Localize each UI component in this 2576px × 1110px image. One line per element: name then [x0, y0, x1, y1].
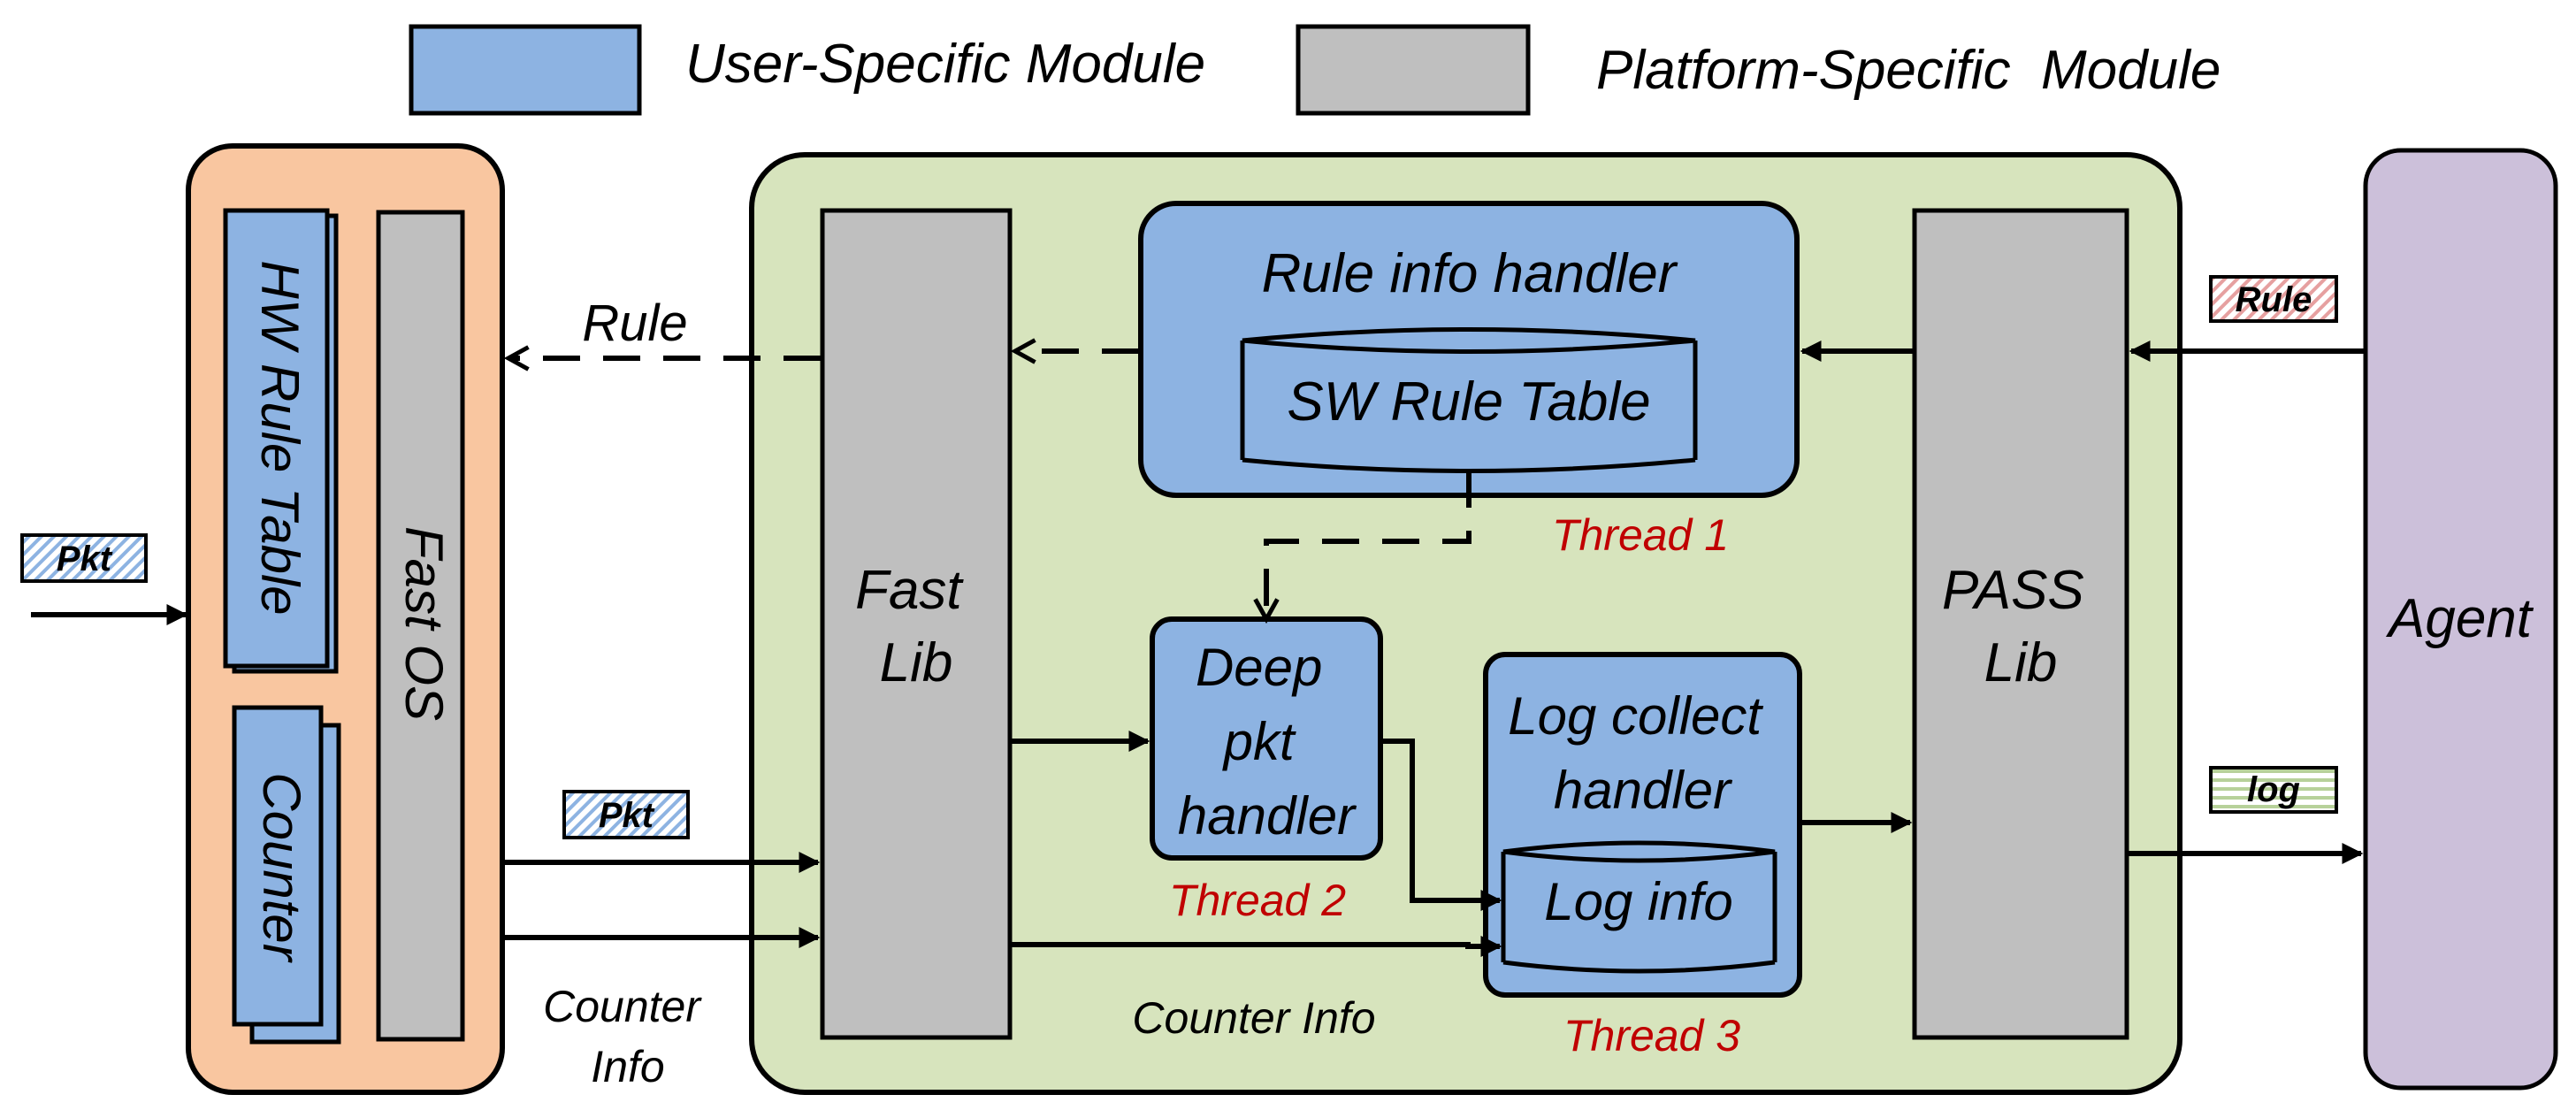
sw-rule-table-label: SW Rule Table	[1287, 371, 1650, 433]
log-tag-label: log	[2247, 770, 2300, 809]
pass-lib-line1: PASS	[1942, 560, 2084, 621]
log-collect-line1: Log collect	[1508, 686, 1763, 746]
pass-container: Fast Lib Rule info handler SW Rule Table…	[749, 152, 2182, 1095]
legend-user-label: User-Specific Module	[685, 34, 1205, 95]
pkt-in-tag: Pkt	[20, 533, 148, 583]
log-info-label: Log info	[1544, 872, 1733, 931]
counter-label: Counter	[252, 772, 311, 962]
log-info-table: Log info	[1501, 840, 1777, 974]
deep-pkt-to-log-info-arrow	[1380, 739, 1502, 911]
fast-lib-bar	[820, 208, 1013, 1040]
counter-info-left-label: Counter Info	[543, 982, 713, 1091]
sw-rule-table: SW Rule Table	[1240, 327, 1698, 473]
arrows	[31, 351, 2364, 957]
agent-label: Agent	[2385, 588, 2534, 649]
rule-tag-label: Rule	[2236, 280, 2312, 319]
legend: User-Specific Module Platform-Specific M…	[409, 24, 2221, 116]
fast-lib-label: Fast Lib	[855, 560, 977, 693]
agent-box	[2363, 148, 2558, 1091]
pkt-mid-tag-label: Pkt	[599, 796, 655, 835]
deep-pkt-line1: Deep	[1196, 638, 1322, 697]
fast-os-container: HW Rule Table Counter Fast OS	[186, 143, 505, 1095]
sw-rule-to-deep-pkt-arrow	[1266, 471, 1471, 619]
fast-os-label: Fast OS	[394, 526, 454, 721]
pass-lib-label: PASS Lib	[1942, 560, 2099, 693]
counter-info-center-label: Counter Info	[1132, 993, 1375, 1043]
counter-info-left-line2: Info	[591, 1042, 664, 1091]
fastlib-to-log-info-arrow	[1010, 936, 1502, 957]
thread3-label: Thread 3	[1563, 1011, 1740, 1060]
pass-lib-line2: Lib	[1984, 632, 2058, 693]
thread1-label: Thread 1	[1552, 510, 1729, 560]
counter-box	[232, 705, 324, 1027]
log-collect-line2: handler	[1554, 761, 1732, 820]
legend-platform-swatch	[1296, 24, 1531, 116]
hw-rule-table-label: HW Rule Table	[250, 260, 310, 615]
legend-platform-label: Platform-Specific Module	[1596, 40, 2221, 101]
fast-lib-line1: Fast	[855, 560, 964, 621]
fast-lib-line2: Lib	[880, 632, 953, 693]
pkt-in-tag-label: Pkt	[57, 540, 113, 578]
thread2-label: Thread 2	[1169, 876, 1346, 925]
counter-info-left-line1: Counter	[543, 982, 702, 1031]
pass-lib-bar	[1912, 208, 2129, 1040]
rule-arrow-label: Rule	[582, 295, 687, 352]
deep-pkt-line2: pkt	[1222, 712, 1296, 771]
deep-pkt-line3: handler	[1178, 786, 1357, 846]
log-collect-handler-label: Log collect handler	[1508, 686, 1777, 820]
log-tag: log	[2209, 766, 2338, 814]
hw-rule-table	[223, 208, 330, 669]
rule-tag: Rule	[2209, 275, 2338, 323]
deep-pkt-handler-label: Deep pkt handler	[1178, 638, 1357, 846]
legend-user-swatch	[409, 24, 642, 116]
fast-os-bar	[376, 210, 465, 1042]
pkt-mid-tag: Pkt	[562, 790, 690, 839]
rule-info-handler-label: Rule info handler	[1262, 243, 1678, 304]
